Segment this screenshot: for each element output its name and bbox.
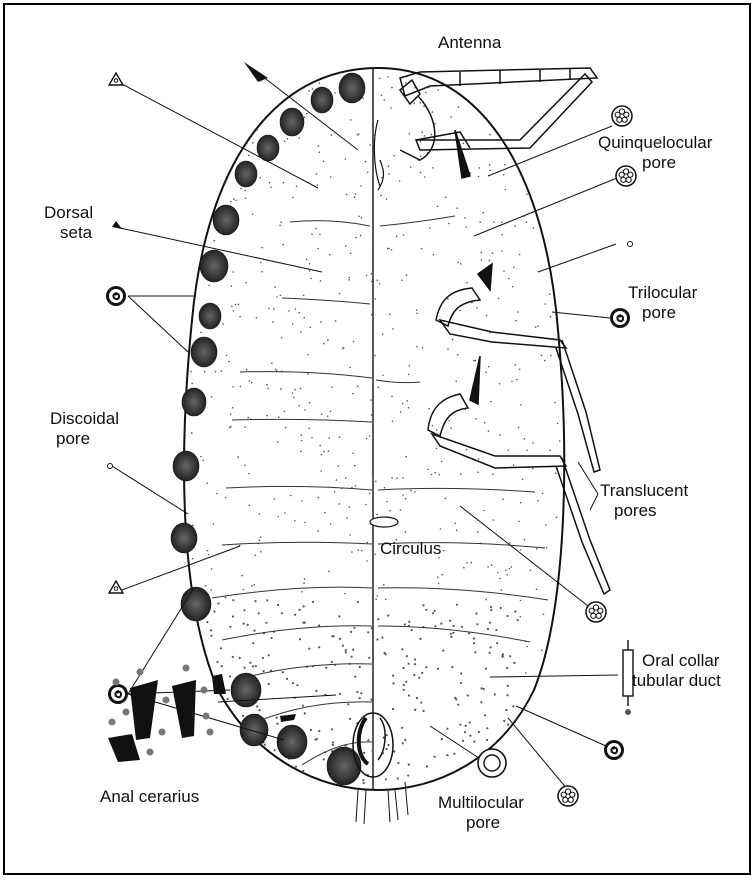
figure-frame — [3, 3, 751, 875]
